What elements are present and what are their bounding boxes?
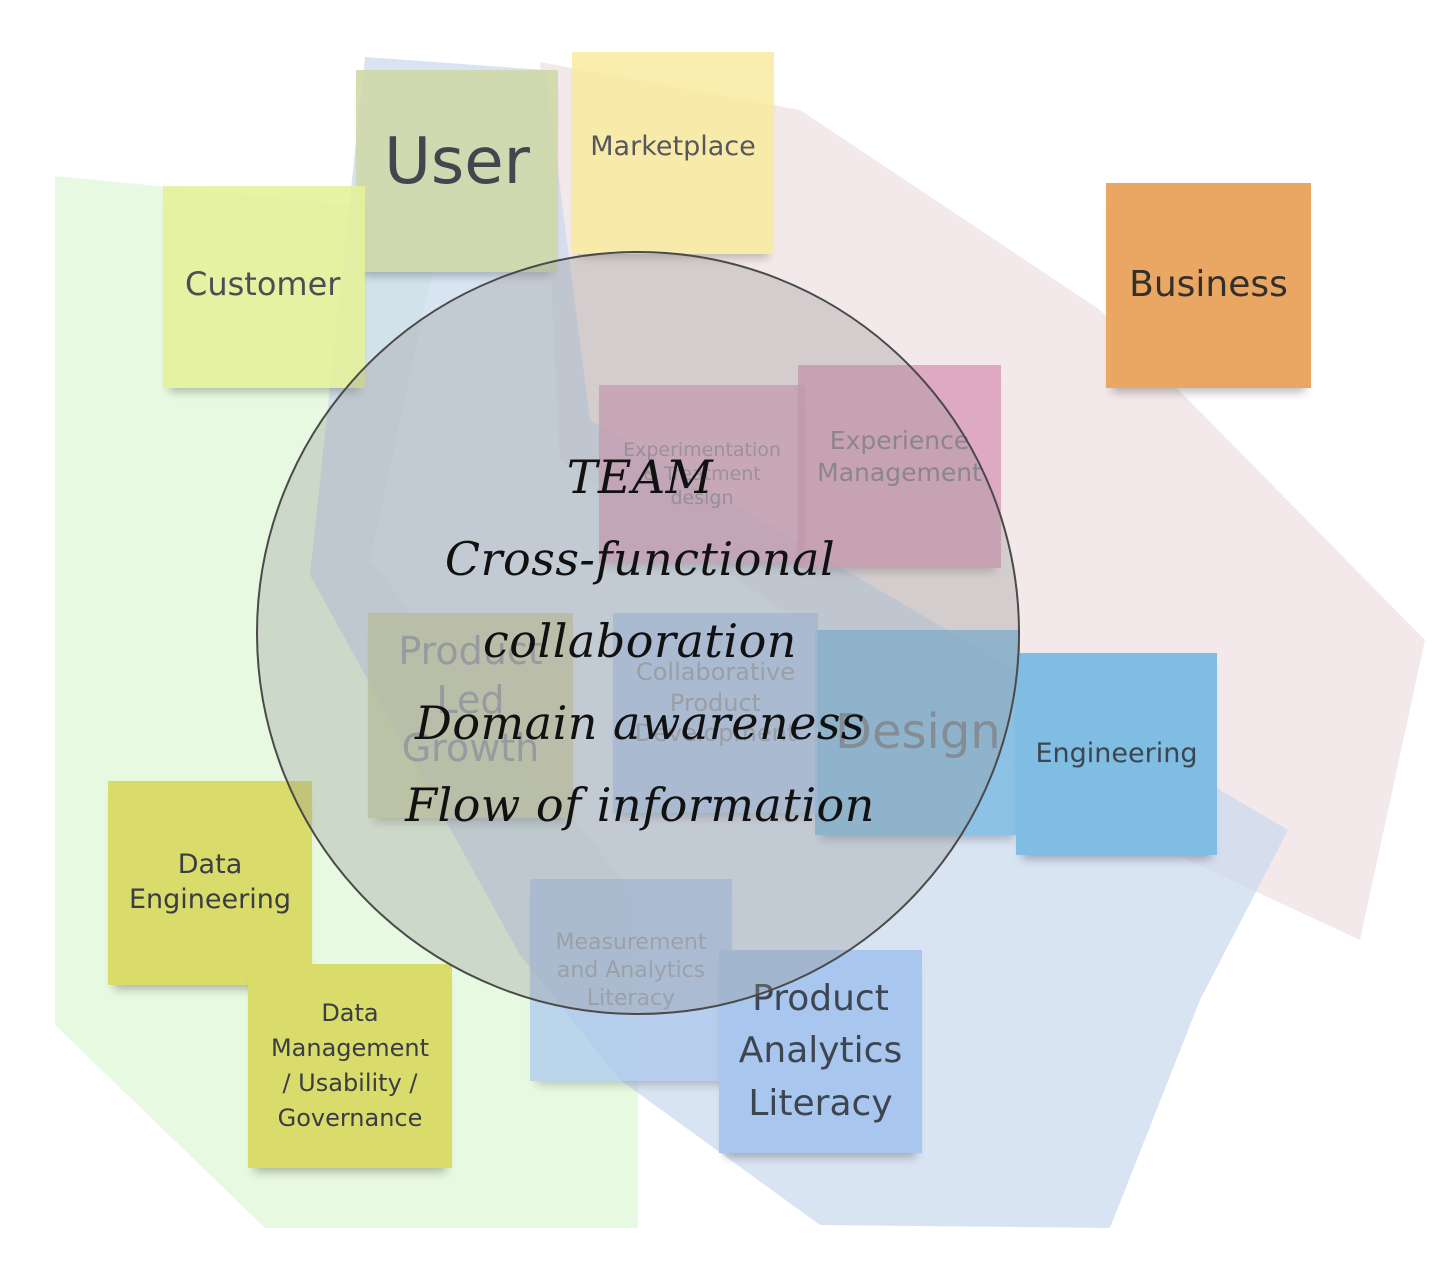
note-data-management[interactable]: Data Management / Usability / Governance <box>248 964 452 1168</box>
note-dm-line2: Management <box>270 1034 430 1063</box>
team-line-collaboration: collaboration <box>483 614 797 668</box>
note-dm-line1: Data <box>321 999 379 1028</box>
note-pa-line2: Analytics <box>738 1030 903 1072</box>
note-user-label: User <box>384 125 530 199</box>
note-engineering-label: Engineering <box>1035 737 1198 769</box>
note-user[interactable]: User <box>356 70 558 272</box>
note-customer-label: Customer <box>185 264 341 303</box>
team-circle <box>256 251 1020 1015</box>
note-dm-line4: Governance <box>277 1103 423 1132</box>
note-business-label: Business <box>1129 264 1288 306</box>
team-title: TEAM <box>566 450 714 504</box>
team-line-domain-awareness: Domain awareness <box>414 696 866 750</box>
note-de-line2: Engineering <box>129 884 291 915</box>
team-line-cross-functional: Cross-functional <box>444 532 836 586</box>
note-pa-line3: Literacy <box>748 1082 893 1124</box>
note-customer[interactable]: Customer <box>163 186 365 388</box>
note-business[interactable]: Business <box>1106 183 1311 388</box>
note-marketplace[interactable]: Marketplace <box>572 52 774 254</box>
note-engineering[interactable]: Engineering <box>1016 653 1217 855</box>
note-data-engineering[interactable]: Data Engineering <box>108 781 312 985</box>
note-dm-line3: / Usability / <box>282 1069 418 1097</box>
team-text-block: TEAM Cross-functional collaboration Doma… <box>340 436 940 846</box>
note-marketplace-label: Marketplace <box>590 131 756 162</box>
note-product-analytics[interactable]: Product Analytics Literacy <box>719 950 922 1153</box>
note-de-line1: Data <box>177 849 243 881</box>
team-line-flow-of-information: Flow of information <box>405 778 875 832</box>
